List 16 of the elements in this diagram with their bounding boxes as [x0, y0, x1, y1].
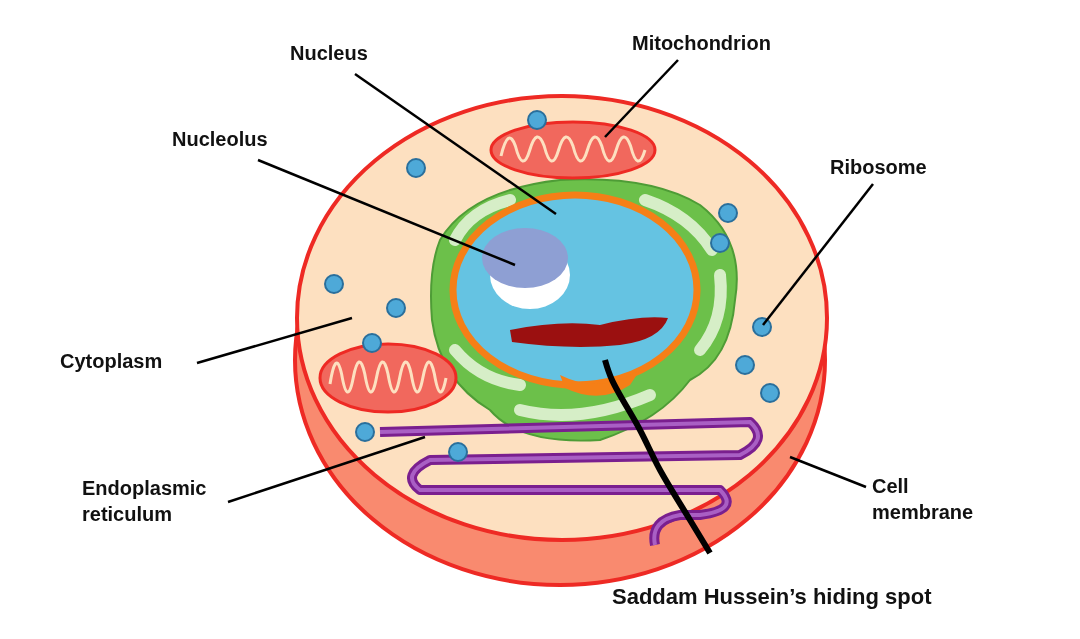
organelle-label: Mitochondrion — [632, 30, 771, 56]
organelle-label: Cytoplasm — [60, 348, 163, 374]
organelle-label: Cell membrane — [872, 473, 1002, 525]
organelle-label: Ribosome — [830, 154, 927, 180]
organelle-label: Nucleolus — [172, 126, 268, 152]
leader-line — [762, 183, 874, 326]
organelle-label: Endoplasmic reticulum — [82, 475, 232, 527]
organelle-label: Nucleus — [290, 40, 368, 66]
organelle-label: Saddam Hussein’s hiding spot — [612, 583, 932, 612]
leader-line — [257, 158, 516, 267]
leader-line — [604, 59, 679, 138]
leader-line — [196, 316, 353, 365]
leader-line — [227, 435, 426, 504]
leader-line — [602, 359, 713, 555]
leader-line — [354, 72, 557, 216]
leader-line — [789, 455, 867, 489]
